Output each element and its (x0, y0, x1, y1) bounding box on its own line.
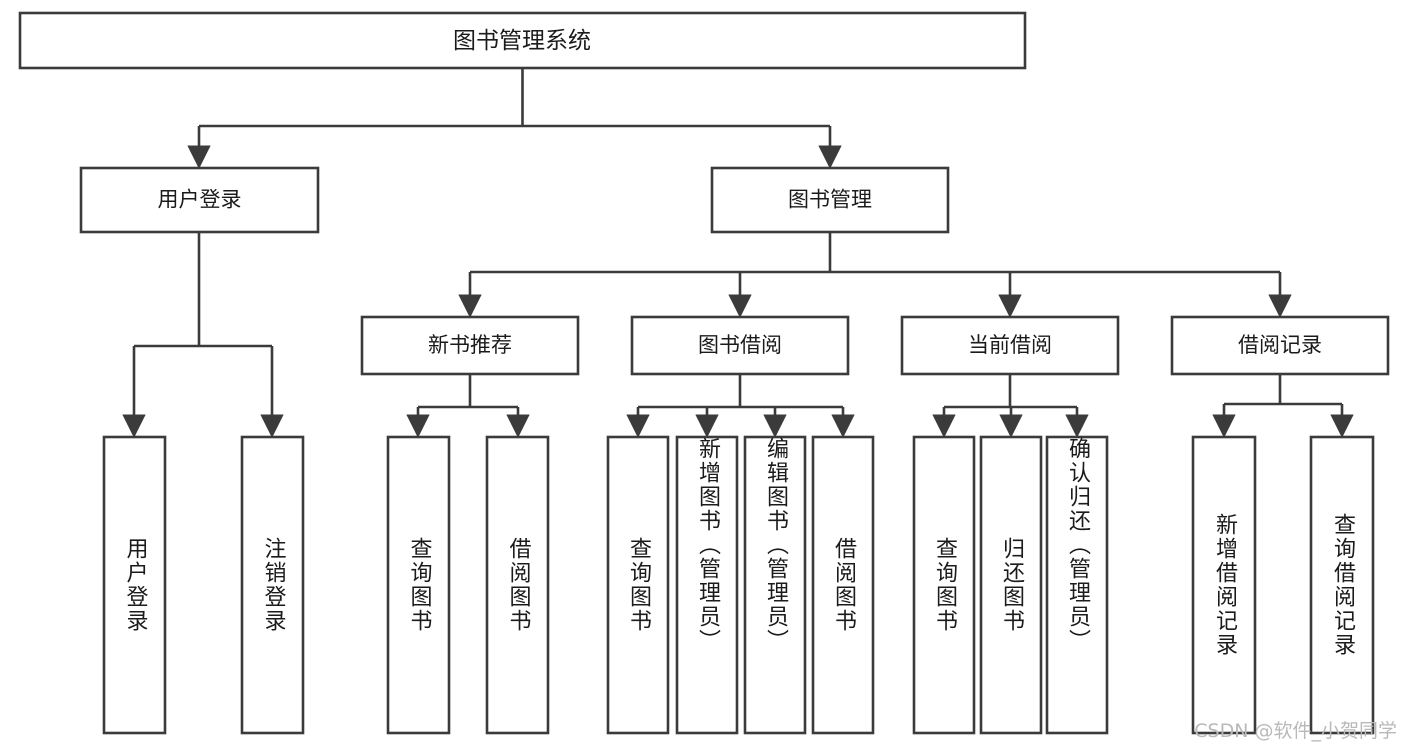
node-root-box[interactable] (18, 11, 1027, 70)
node-user-login-box[interactable] (79, 166, 320, 234)
connector-group-new-book-rec (406, 374, 530, 438)
leaf-borrow-book-2-box[interactable] (811, 435, 875, 735)
node-root-label: 图书管理系统 (453, 28, 591, 54)
node-book-manage[interactable]: 图书管理 (710, 166, 950, 234)
leaf-logout-login-box[interactable] (240, 435, 305, 735)
leaf-query-record-box[interactable] (1309, 435, 1375, 735)
node-book-borrow-box[interactable] (630, 315, 850, 376)
connector-group-book-borrow (626, 374, 855, 438)
node-book-borrow[interactable]: 图书借阅 (630, 315, 850, 376)
leaf-query-book-3-box[interactable] (912, 435, 976, 735)
node-borrow-record[interactable]: 借阅记录 (1170, 315, 1390, 376)
node-new-book-rec[interactable]: 新书推荐 (360, 315, 580, 376)
leaf-boxes (102, 435, 1375, 735)
node-current-borrow-label: 当前借阅 (968, 333, 1052, 357)
node-new-book-rec-label: 新书推荐 (428, 333, 512, 357)
connector-group-book-manage (458, 232, 1292, 318)
node-new-book-rec-box[interactable] (360, 315, 580, 376)
leaf-user-login-box[interactable] (102, 435, 167, 735)
node-user-login[interactable]: 用户登录 (79, 166, 320, 234)
leaf-add-record-box[interactable] (1191, 435, 1257, 735)
csdn-watermark: CSDN @软件_小贺同学 (1194, 720, 1397, 742)
connector-group-borrow-record (1212, 374, 1354, 438)
node-current-borrow[interactable]: 当前借阅 (900, 315, 1120, 376)
leaf-query-book-1-box[interactable] (386, 435, 451, 735)
leaf-confirm-return-box[interactable] (1045, 435, 1109, 735)
node-borrow-record-box[interactable] (1170, 315, 1390, 376)
node-borrow-record-label: 借阅记录 (1238, 333, 1322, 357)
leaf-borrow-book-1-box[interactable] (485, 435, 550, 735)
leaf-query-book-2-box[interactable] (606, 435, 670, 735)
node-root[interactable]: 图书管理系统 (18, 11, 1027, 70)
leaf-edit-book-box[interactable] (743, 435, 807, 735)
connector-group-root (187, 68, 842, 169)
node-book-borrow-label: 图书借阅 (698, 333, 782, 357)
leaf-return-book-box[interactable] (979, 435, 1043, 735)
leaf-add-book-box[interactable] (675, 435, 739, 735)
node-user-login-label: 用户登录 (158, 188, 242, 212)
node-book-manage-label: 图书管理 (788, 188, 872, 212)
connector-group-current-borrow (932, 374, 1089, 438)
connector-group-user-login (122, 232, 284, 438)
node-current-borrow-box[interactable] (900, 315, 1120, 376)
node-book-manage-box[interactable] (710, 166, 950, 234)
